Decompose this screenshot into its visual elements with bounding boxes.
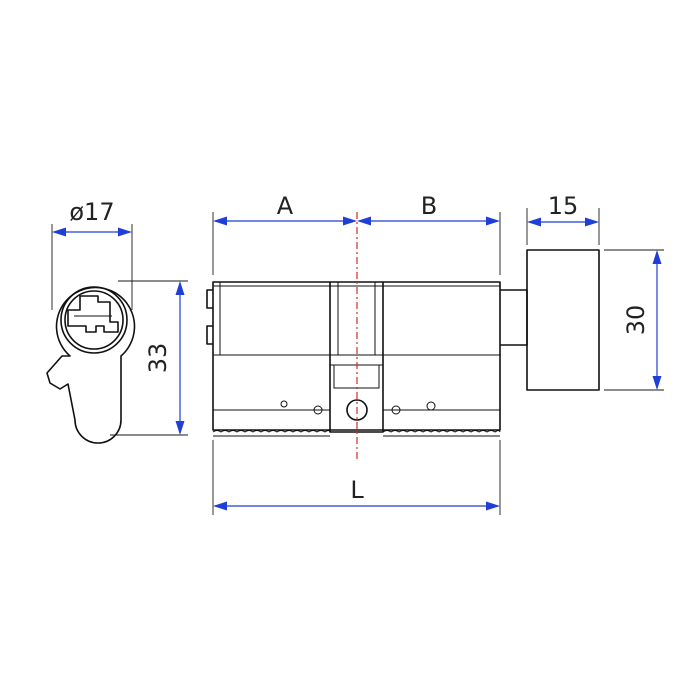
label-a: A [277, 192, 294, 220]
dim-height: 33 [144, 281, 185, 435]
end-view: ø17 33 [46, 198, 188, 444]
dimensions: A B 15 30 L [212, 192, 664, 515]
thumb-turn [526, 249, 600, 391]
spindle [500, 289, 528, 346]
label-knob-height: 30 [622, 305, 650, 336]
dim-knob-width: 15 [527, 192, 599, 227]
label-b: B [421, 192, 437, 220]
dim-length: L [213, 476, 500, 511]
label-length: L [350, 476, 364, 504]
dim-a: A [213, 192, 357, 226]
label-knob-width: 15 [548, 192, 579, 220]
dim-knob-height: 30 [622, 250, 662, 390]
end-view-plug-outer [60, 286, 128, 354]
end-view-keyway [67, 295, 119, 333]
fixing-screw-hole [346, 399, 368, 421]
knurled-edge [212, 430, 501, 433]
dim-b: B [357, 192, 500, 226]
label-height: 33 [144, 343, 172, 374]
end-view-plug-inner [64, 290, 124, 350]
side-view [206, 212, 600, 462]
cylinder-body [212, 281, 501, 431]
label-diameter: ø17 [69, 198, 114, 226]
dim-diameter: ø17 [52, 198, 132, 237]
end-view-profile [46, 286, 136, 444]
